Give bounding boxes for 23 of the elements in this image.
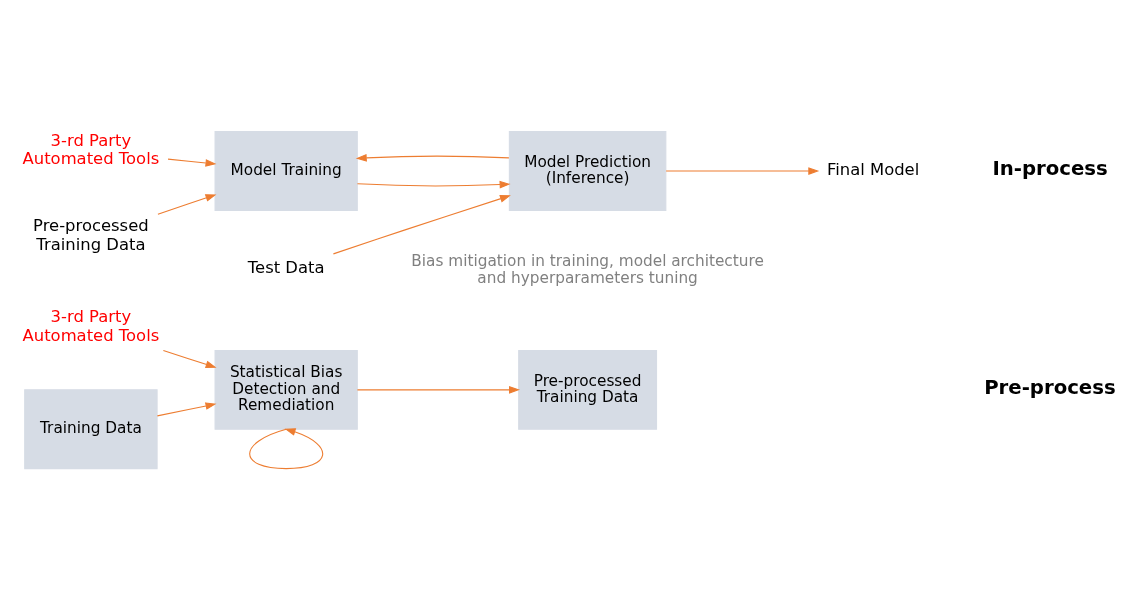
arrow xyxy=(249,427,324,469)
arrow xyxy=(355,153,510,162)
arrow xyxy=(332,194,511,254)
node-text: Final Model xyxy=(827,159,920,179)
node-text: 3-rd Party Automated Tools xyxy=(22,130,160,168)
label: In-process xyxy=(992,156,1108,180)
node-box: Model Training xyxy=(214,130,358,211)
arrow xyxy=(167,158,217,167)
arrow xyxy=(665,166,820,175)
arrow xyxy=(356,385,520,394)
arrow xyxy=(162,349,217,368)
node-box: Training Data xyxy=(24,388,158,469)
node-text: Pre-processed Training Data xyxy=(33,215,149,254)
node-text: Test Data xyxy=(247,257,325,277)
node-box: Statistical Bias Detection and Remediation xyxy=(214,349,358,430)
arrow xyxy=(356,180,511,188)
arrow xyxy=(157,193,217,215)
arrow xyxy=(156,401,217,416)
label: Bias mitigation in training, model architecture and hyperparameters tuning xyxy=(411,251,764,287)
node-box: Pre-processed Training Data xyxy=(518,349,658,430)
node-text: 3-rd Party Automated Tools xyxy=(22,306,160,345)
label: Pre-process xyxy=(984,375,1116,399)
node-box: Model Prediction (Inference) xyxy=(508,130,667,211)
